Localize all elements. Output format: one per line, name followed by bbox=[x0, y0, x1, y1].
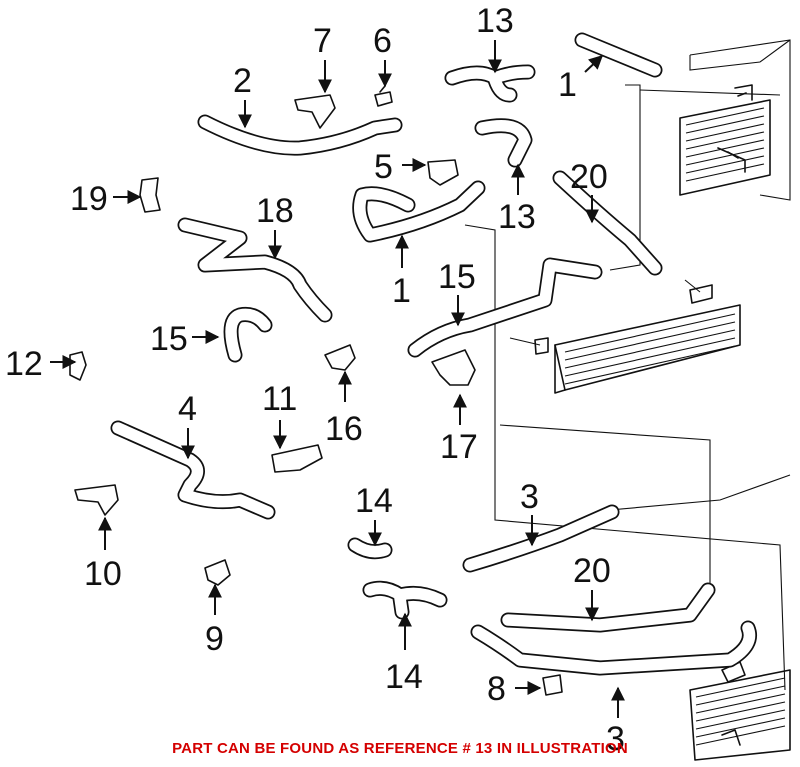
callout-20: 20 bbox=[570, 158, 608, 196]
callout-1: 1 bbox=[392, 272, 411, 310]
callout-2: 2 bbox=[233, 62, 252, 100]
hose-1-loop bbox=[352, 180, 486, 243]
upper-right-radiator bbox=[679, 39, 791, 201]
hose-20-lower bbox=[500, 582, 716, 633]
hose-1-top bbox=[574, 32, 663, 78]
callout-labels: 1 2 7 6 13 5 13 19 20 18 1 15 15 12 16 1… bbox=[5, 2, 625, 758]
callout-3: 3 bbox=[520, 478, 539, 516]
clamp-5 bbox=[427, 159, 459, 186]
bracket-11 bbox=[271, 444, 323, 473]
hose-13-upper bbox=[444, 64, 536, 103]
hose-14-small bbox=[347, 537, 393, 560]
hose-4 bbox=[110, 420, 276, 520]
callout-8: 8 bbox=[487, 670, 506, 708]
middle-oil-cooler bbox=[509, 279, 741, 394]
callout-15: 15 bbox=[438, 258, 476, 296]
clamp-9 bbox=[204, 559, 231, 586]
hose-15-long bbox=[407, 257, 603, 358]
callout-9: 9 bbox=[205, 620, 224, 658]
clamp-8 bbox=[542, 674, 563, 696]
callout-20: 20 bbox=[573, 552, 611, 590]
callout-12: 12 bbox=[5, 345, 43, 383]
bracket-7 bbox=[294, 94, 336, 129]
callout-1: 1 bbox=[558, 66, 577, 104]
reference-note: PART CAN BE FOUND AS REFERENCE # 13 IN I… bbox=[172, 740, 628, 757]
callout-18: 18 bbox=[256, 192, 294, 230]
clamp-16 bbox=[324, 344, 356, 371]
callout-19: 19 bbox=[70, 180, 108, 218]
callout-3: 3 bbox=[606, 720, 625, 758]
callout-4: 4 bbox=[178, 390, 197, 428]
callout-11: 11 bbox=[262, 380, 297, 418]
hose-18 bbox=[177, 217, 333, 323]
callout-14: 14 bbox=[385, 658, 423, 696]
callout-7: 7 bbox=[313, 22, 332, 60]
callout-5: 5 bbox=[374, 148, 393, 186]
hose-13-lower bbox=[474, 118, 533, 168]
callout-14: 14 bbox=[355, 482, 393, 520]
hose-2 bbox=[197, 114, 403, 156]
leader-lines bbox=[464, 39, 791, 691]
callout-13: 13 bbox=[476, 2, 514, 40]
callout-13: 13 bbox=[498, 198, 536, 236]
bracket-10 bbox=[74, 484, 119, 516]
clamp-12 bbox=[69, 351, 87, 381]
hose-14-tee bbox=[362, 580, 448, 620]
hose-15-small bbox=[223, 307, 273, 363]
callout-10: 10 bbox=[84, 555, 122, 593]
callout-17: 17 bbox=[440, 428, 478, 466]
hose-20-upper bbox=[552, 170, 663, 276]
bracket-17 bbox=[431, 349, 476, 386]
callout-16: 16 bbox=[325, 410, 363, 448]
callout-15: 15 bbox=[150, 320, 188, 358]
hose-3-lower bbox=[470, 620, 757, 676]
hose-3-upper bbox=[462, 504, 620, 573]
clamp-6 bbox=[374, 85, 393, 107]
bracket-19 bbox=[139, 177, 161, 213]
callout-6: 6 bbox=[373, 22, 392, 60]
callout-arrows bbox=[50, 40, 625, 718]
